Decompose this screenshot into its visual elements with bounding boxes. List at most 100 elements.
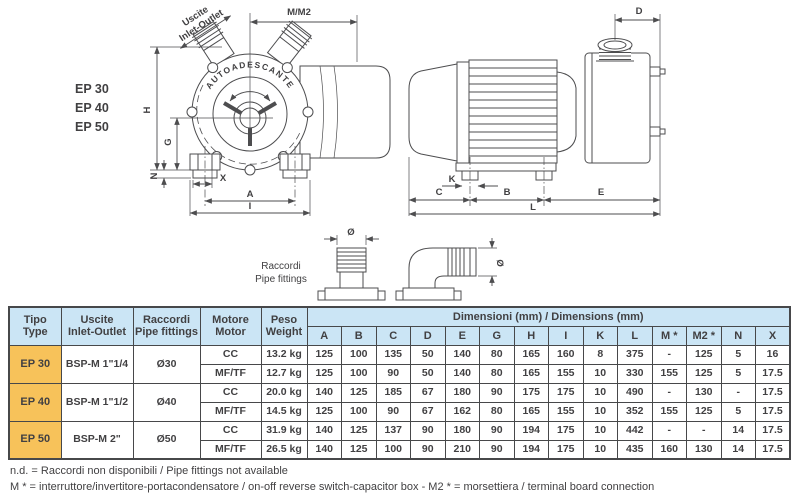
dim-label-h: H [142,106,153,113]
dimension-value-cell: 17.5 [755,439,791,460]
dimension-value-cell: 490 [617,382,653,403]
col-header-peso: Peso Weight [260,306,308,346]
col-header-raccordi-it: Raccordi [142,314,191,327]
dim-column-header: K [582,325,618,346]
dim-column-header: X [755,325,791,346]
pump-type-cell: EP 50 [8,420,62,460]
dimension-value-cell: 100 [341,344,377,365]
dimension-value-cell: 155 [548,401,584,422]
dim-column-header: B [341,325,377,346]
dimension-value-cell: 165 [513,401,549,422]
dim-column-header: G [479,325,515,346]
col-header-uscite-it: Uscite [80,314,114,327]
col-header-tipo-it: Tipo [23,314,47,327]
col-header-raccordi-en: Pipe fittings [135,326,198,339]
dim-label-x: X [220,173,227,184]
model-label-ep30: EP 30 [75,82,109,96]
dimension-value-cell: 175 [548,420,584,441]
pump-type-cell: EP 30 [8,344,62,384]
dim-label-d: D [636,6,643,17]
motor-type-cell: MF/TF [199,363,262,384]
dimension-value-cell: 175 [548,382,584,403]
dimension-value-cell: 50 [410,363,446,384]
dimension-value-cell: 100 [341,363,377,384]
dimension-value-cell: - [651,344,687,365]
dimension-value-cell: 125 [686,363,722,384]
inlet-outlet-cell: BSP-M 2" [60,420,134,460]
dimension-value-cell: 100 [375,439,411,460]
dimension-value-cell: 140 [444,344,480,365]
dimension-value-cell: 155 [651,401,687,422]
dimension-value-cell: 90 [410,420,446,441]
weight-cell: 31.9 kg [260,420,308,441]
dimension-value-cell: 5 [720,401,756,422]
dimension-value-cell: 17.5 [755,401,791,422]
dimension-value-cell: 125 [341,439,377,460]
inlet-outlet-cell: BSP-M 1"1/4 [60,344,134,384]
dimension-value-cell: 140 [306,420,342,441]
dim-label-diameter-straight: Ø [347,227,354,238]
weight-cell: 26.5 kg [260,439,308,460]
fittings-label-en: Pipe fittings [255,274,307,285]
dimension-value-cell: 10 [582,420,618,441]
dim-column-header: N [720,325,756,346]
dimension-value-cell: 160 [651,439,687,460]
dimension-value-cell: 175 [548,439,584,460]
model-label-ep50: EP 50 [75,120,109,134]
dim-label-i: I [249,201,252,212]
dim-label-n: N [149,172,160,179]
dimension-value-cell: 435 [617,439,653,460]
dim-label-l: L [530,202,536,213]
dimension-value-cell: 194 [513,420,549,441]
col-header-peso-it: Peso [270,314,298,327]
col-header-dimensions-title: Dimensioni (mm) / Dimensions (mm) [306,306,791,327]
dim-label-g: G [163,138,174,145]
outlet-port [266,20,313,69]
dimension-value-cell: 130 [686,439,722,460]
dimension-value-cell: 80 [479,344,515,365]
side-view-dimensions: D K C B E L [408,6,661,217]
dimension-value-cell: 352 [617,401,653,422]
elbow-fitting: Ø [395,238,505,301]
dim-column-header: E [444,325,480,346]
dimension-value-cell: 14 [720,439,756,460]
dimension-value-cell: - [651,420,687,441]
dim-label-e: E [598,187,604,198]
dimension-value-cell: 175 [513,382,549,403]
dimension-value-cell: 90 [479,420,515,441]
dimension-value-cell: 160 [548,344,584,365]
pump-feet-side [455,157,557,206]
dimension-value-cell: 90 [410,439,446,460]
motor-side [408,59,558,164]
col-header-motore-en: Motor [215,326,246,339]
dimension-value-cell: 165 [513,344,549,365]
dimension-value-cell: 16 [755,344,791,365]
motor-type-cell: CC [199,344,262,365]
dimension-value-cell: - [686,420,722,441]
weight-cell: 14.5 kg [260,401,308,422]
dimension-value-cell: 442 [617,420,653,441]
dimension-value-cell: 135 [375,344,411,365]
dimension-value-cell: 140 [444,363,480,384]
dim-label-b: B [504,187,511,198]
dimension-value-cell: 140 [306,439,342,460]
dimension-value-cell: 14 [720,420,756,441]
dimension-value-cell: 67 [410,382,446,403]
dim-column-header: D [410,325,446,346]
technical-drawings: EP 30 EP 40 EP 50 [75,4,666,301]
pump-type-cell: EP 40 [8,382,62,422]
weight-cell: 12.7 kg [260,363,308,384]
pump-motor-rear [299,65,391,159]
dimension-value-cell: 5 [720,363,756,384]
pipe-fitting-cell: Ø40 [132,382,201,422]
dimension-value-cell: 5 [720,344,756,365]
motor-type-cell: MF/TF [199,439,262,460]
dimension-value-cell: 125 [341,420,377,441]
dimension-value-cell: 185 [375,382,411,403]
pump-feet-front [189,146,311,206]
dimension-value-cell: 8 [582,344,618,365]
dimension-value-cell: 210 [444,439,480,460]
